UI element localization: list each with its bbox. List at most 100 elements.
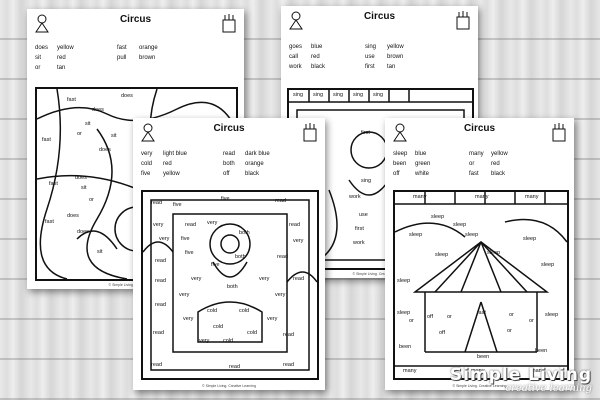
coloring-word: read: [151, 362, 163, 368]
coloring-word: read: [153, 330, 165, 336]
key-color: dark blue: [245, 151, 270, 157]
clown-icon: [289, 11, 303, 30]
coloring-word: work: [353, 240, 365, 246]
key-color: red: [491, 161, 500, 167]
key-word: call: [289, 54, 299, 60]
coloring-word: very: [267, 316, 278, 322]
coloring-word: read: [275, 198, 287, 204]
coloring-word: cold: [223, 338, 234, 344]
coloring-word: sit: [97, 249, 103, 255]
coloring-word: cold: [213, 324, 224, 330]
coloring-word: been: [477, 354, 490, 360]
brand-line-1: Simple Living: [449, 365, 592, 385]
brand-logo: Simple Living creative learning: [450, 365, 592, 394]
key-color: tan: [57, 65, 66, 71]
coloring-word: sleep: [541, 262, 555, 268]
key-word: many: [469, 151, 484, 157]
coloring-word: sit: [85, 121, 91, 127]
key-color: black: [245, 171, 260, 177]
coloring-word: been: [399, 344, 412, 350]
coloring-word: sleep: [545, 312, 559, 318]
coloring-word: or: [507, 328, 512, 334]
brand-line-2: creative learning: [505, 383, 592, 394]
coloring-word: very: [159, 236, 170, 242]
coloring-word: sit: [111, 133, 117, 139]
coloring-word: sleep: [465, 232, 479, 238]
key-color: light blue: [163, 151, 188, 157]
coloring-word: read: [151, 200, 163, 206]
coloring-word: does: [77, 229, 89, 235]
page-title: Circus: [363, 11, 396, 22]
key-word: off: [223, 171, 230, 177]
coloring-word: read: [283, 362, 295, 368]
key-color: blue: [415, 151, 427, 157]
coloring-word: very: [275, 292, 286, 298]
coloring-word: read: [155, 258, 167, 264]
coloring-word: fast: [45, 219, 54, 225]
key-word: very: [141, 151, 153, 157]
key-word: off: [393, 171, 400, 177]
coloring-word: use: [359, 212, 368, 218]
coloring-word: or: [409, 318, 414, 324]
copyright-footer: © Simple Living. Creative Learning: [352, 272, 407, 276]
coloring-word: very: [207, 220, 218, 226]
coloring-word: read: [155, 302, 167, 308]
coloring-word: sing: [313, 92, 324, 98]
crayon-box-icon: [456, 11, 470, 30]
coloring-word: or: [529, 318, 534, 324]
coloring-word: very: [293, 238, 304, 244]
coloring-word: sleep: [397, 310, 411, 316]
coloring-word: off: [427, 314, 434, 320]
key-word: sit: [35, 55, 41, 61]
coloring-word: very: [183, 316, 194, 322]
coloring-word: many: [531, 368, 545, 374]
coloring-word: does: [75, 175, 87, 181]
key-color: yellow: [57, 45, 74, 51]
coloring-word: cold: [239, 308, 250, 314]
key-color: red: [311, 54, 320, 60]
coloring-word: read: [289, 222, 301, 228]
coloring-word: sing: [293, 92, 304, 98]
coloring-word: read: [277, 254, 289, 260]
coloring-area: read five five read very read very very …: [141, 190, 319, 380]
coloring-word: fast: [477, 310, 486, 316]
coloring-word: work: [349, 194, 361, 200]
coloring-word: many: [471, 368, 485, 374]
coloring-word: both: [235, 254, 246, 260]
coloring-word: does: [99, 147, 111, 153]
key-color: orange: [245, 161, 264, 167]
coloring-word: both: [239, 230, 250, 236]
key-color: green: [415, 161, 431, 167]
clown-icon: [35, 14, 49, 33]
key-word: both: [223, 161, 235, 167]
coloring-word: sleep: [431, 214, 445, 220]
key-word: pull: [117, 55, 127, 61]
key-word: fast: [117, 45, 127, 51]
coloring-word: very: [153, 222, 164, 228]
key-color: brown: [139, 55, 156, 61]
key-color: yellow: [387, 44, 404, 50]
coloring-word: does: [92, 107, 104, 113]
crayon-box-icon: [552, 123, 566, 142]
coloring-word: read: [155, 278, 167, 284]
key-color: brown: [387, 54, 404, 60]
coloring-word: sleep: [435, 252, 449, 258]
clown-icon: [141, 123, 155, 142]
coloring-word: sleep: [523, 236, 537, 242]
key-color: red: [163, 161, 172, 167]
coloring-word: or: [509, 312, 514, 318]
coloring-word: read: [293, 276, 305, 282]
coloring-word: sing: [333, 92, 344, 98]
coloring-word: does: [67, 213, 79, 219]
key-color: tan: [387, 64, 396, 70]
